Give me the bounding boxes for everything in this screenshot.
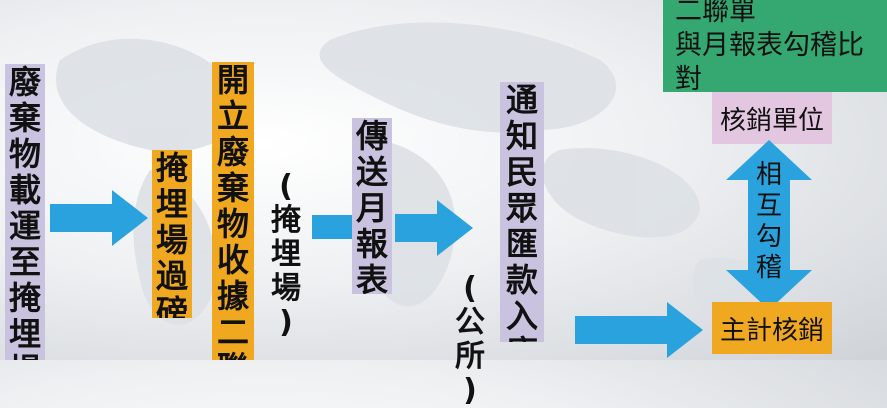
step-report-label: 傳送月報表 [355,118,388,294]
accounting-verification: 主計核銷 [712,302,832,354]
step-send-monthly-report: 傳送月報表 [352,118,392,294]
arrow-right-icon [575,302,703,358]
double-arrow-vertical-icon [726,140,812,310]
step-weighing-label: 掩埋場過磅 [155,150,188,318]
mutual-check-text: 相互勾稽 [755,160,782,283]
verification-unit: 核銷單位 [712,92,832,144]
check-line2: 與月報表勾稽比對 [675,30,864,95]
label-landfill: (掩埋場) [268,170,304,340]
step-receipt-label: 開立廢棄物收據二聯單 [216,62,249,360]
label-office: (公所) [452,272,488,408]
arrow-right-icon [50,190,148,246]
step-issue-receipt: 開立廢棄物收據二聯單 [212,62,254,360]
verification-unit-label: 核銷單位 [719,105,824,136]
step-notify-payment: 通知民眾匯款入庫 [500,82,544,342]
label-landfill-text: (掩埋場) [271,169,301,340]
arrow-right-icon [312,215,356,239]
mutual-check-label: 相互勾稽 [751,160,787,284]
step-transport-label: 廢棄物載運至掩埋場 [8,64,41,360]
check-line1: 二聯單 [675,0,756,27]
label-office-text: (公所) [455,271,485,408]
step-transport-to-landfill: 廢棄物載運至掩埋場 [5,64,45,360]
arrow-right-icon [395,200,473,256]
step-landfill-weighing: 掩埋場過磅 [152,150,192,318]
step-notify-label: 通知民眾匯款入庫 [505,82,538,342]
accounting-verification-label: 主計核銷 [719,315,824,346]
dual-copy-report-check: 二聯單 與月報表勾稽比對 [663,0,887,95]
